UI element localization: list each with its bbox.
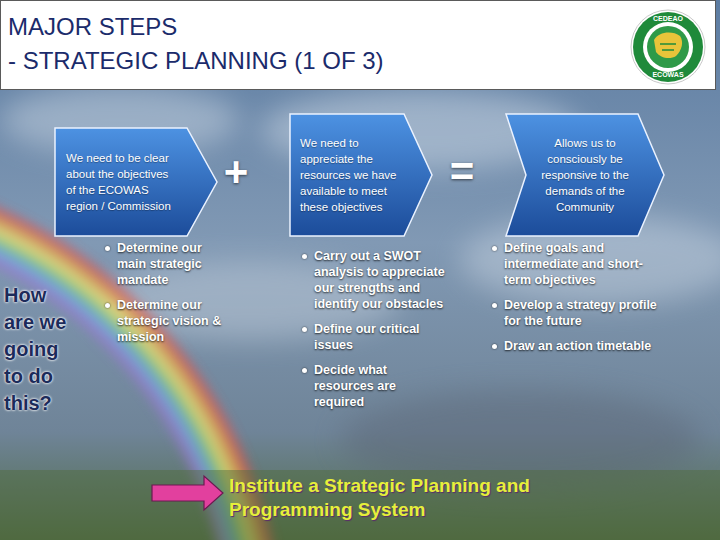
bullet-item: Develop a strategy profile for the futur… [490,297,662,329]
equals-sign: = [444,150,480,194]
arrow-outline [55,128,217,236]
arrow-text: We need to be clear about the objectives… [66,150,179,214]
arrow-content: Allows us to consciously be responsive t… [534,135,636,215]
arrow-outline [290,114,432,236]
bullet-dot [105,303,110,308]
slide-title: MAJOR STEPS - STRATEGIC PLANNING (1 OF 3… [8,10,568,78]
bullet-dot [492,303,497,308]
bullet-text: Decide what resources are required [300,362,446,410]
objective-arrow: We need to be clear about the objectives… [55,128,217,236]
conclusion-text: Institute a Strategic Planning and Progr… [229,474,621,522]
bullet-item: Draw an action timetable [490,338,662,354]
bullet-item: Carry out a SWOT analysis to appreciate … [300,248,446,312]
arrow-text: Allows us to consciously be responsive t… [534,135,636,215]
bullet-item: Decide what resources are required [300,362,446,410]
bullet-dot [105,246,110,251]
bullet-item: Determine our main strategic mandate [103,240,225,288]
arrow-outline [506,114,664,236]
arrow-content: We need to be clear about the objectives… [66,150,179,214]
logo-text: CEDEAO [646,15,690,23]
bullet-dot [302,254,307,259]
bullet-item: Define our critical issues [300,321,446,353]
bullet-dot [302,327,307,332]
bullet-text: Determine our main strategic mandate [103,240,225,288]
bullet-item: Define goals and intermediate and short-… [490,240,662,288]
bullet-text: Determine our strategic vision & mission [103,297,225,345]
bullet-text: Carry out a SWOT analysis to appreciate … [300,248,446,312]
bullet-text: Develop a strategy profile for the futur… [490,297,662,329]
logo-text: ECOWAS [646,71,690,79]
arrow-text: We need to appreciate the resources we h… [300,135,400,215]
logo-text: CEDEAO [646,15,690,23]
logo-text: ECOWAS [646,71,690,79]
bullet-text: Define goals and intermediate and short-… [490,240,662,288]
conclusion-text: Institute a Strategic Planning and Progr… [229,474,621,522]
arrow-content: We need to appreciate the resources we h… [300,135,400,215]
bullet-dot [492,246,497,251]
equals-sign: = [444,150,480,194]
title-block: MAJOR STEPS - STRATEGIC PLANNING (1 OF 3… [8,10,568,78]
plus-sign: + [218,150,254,194]
objective-arrow: We need to appreciate the resources we h… [290,114,432,236]
bullet-dot [302,368,307,373]
side-question: How are we going to do this? [4,282,70,417]
objective-arrow: Allows us to consciously be responsive t… [506,114,664,236]
side-question: How are we going to do this? [4,282,70,417]
bullet-dot [492,344,497,349]
bullet-text: Draw an action timetable [490,338,662,354]
arrow-shape [55,128,217,236]
bullet-text: Define our critical issues [300,321,446,353]
plus-sign: + [218,150,254,194]
bullet-item: Determine our strategic vision & mission [103,297,225,345]
